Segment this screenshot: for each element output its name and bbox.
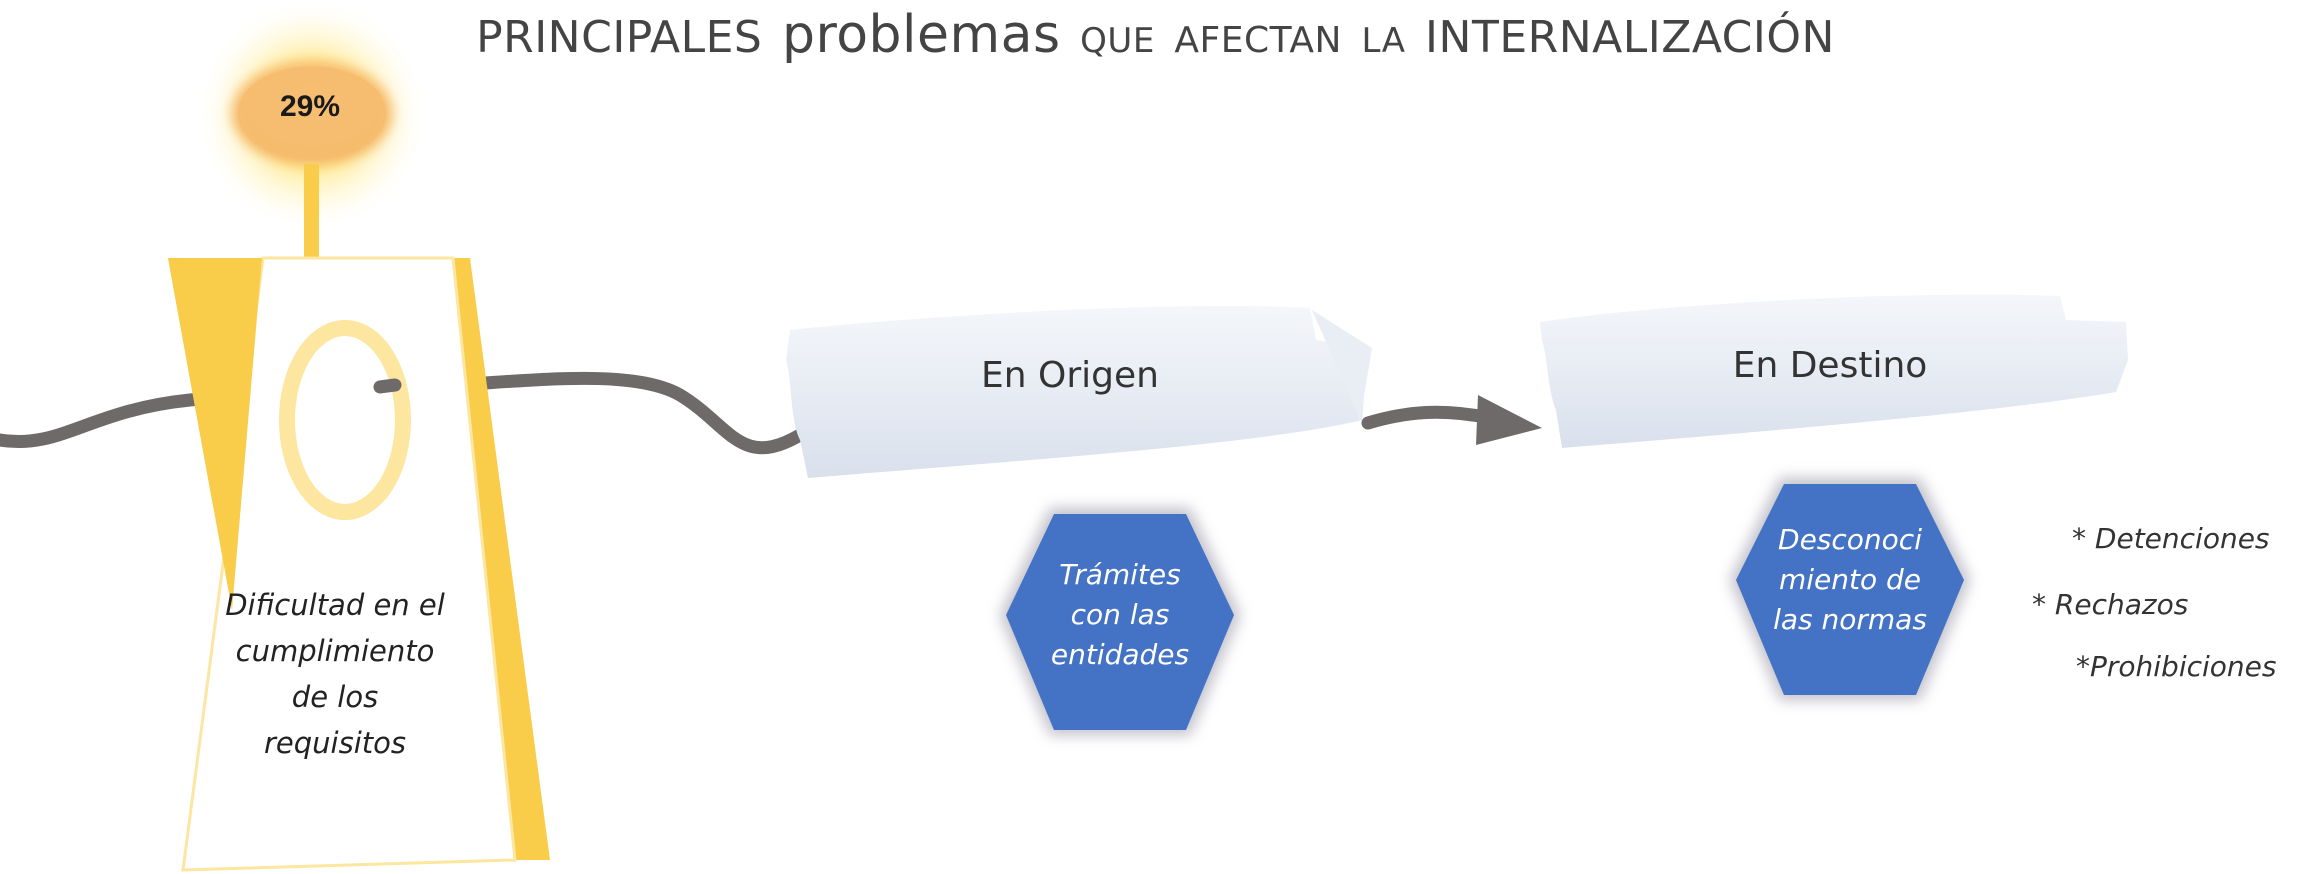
destination-hexagon-line: miento de bbox=[1778, 563, 1922, 596]
arrow-right-icon bbox=[1476, 395, 1542, 445]
title-word-la: LA bbox=[1361, 21, 1406, 61]
hexagon-origin bbox=[1000, 508, 1240, 735]
origin-hexagon-line: Trámites bbox=[1059, 558, 1181, 591]
lamp-caption: Dificultad en el cumplimiento de los req… bbox=[210, 582, 460, 766]
lamp-caption-line: cumplimiento bbox=[235, 634, 435, 668]
lamp-caption-line: de los bbox=[291, 680, 379, 714]
title-word-afectan: AFECTAN bbox=[1174, 20, 1342, 61]
hexagon-destination bbox=[1730, 478, 1970, 700]
lamp-caption-line: Dificultad en el bbox=[225, 588, 445, 622]
bulb-percentage: 29% bbox=[279, 90, 341, 123]
title-word-internalizacion: INTERNALIZACIÓN bbox=[1425, 12, 1835, 63]
title-word-que: QUE bbox=[1080, 21, 1155, 61]
destination-hexagon-text: Desconoci miento de las normas bbox=[1755, 520, 1945, 640]
note-prohibiciones: *Prohibiciones bbox=[2076, 650, 2277, 683]
title-word-problemas: problemas bbox=[781, 5, 1061, 65]
lamp-stem bbox=[304, 164, 319, 260]
origin-hexagon-text: Trámites con las entidades bbox=[1030, 555, 1210, 675]
wire-middle bbox=[478, 371, 807, 455]
wire-through-lamp bbox=[373, 378, 402, 394]
origin-banner bbox=[786, 306, 1372, 478]
destination-hexagon-line: las normas bbox=[1773, 603, 1927, 636]
origin-label: En Origen bbox=[981, 355, 1159, 396]
origin-hexagon-line: entidades bbox=[1050, 638, 1190, 671]
note-rechazos: * Rechazos bbox=[2032, 588, 2189, 621]
origin-hexagon-line: con las bbox=[1070, 598, 1170, 631]
arrow-connector bbox=[1361, 405, 1497, 430]
page-title: PRINCIPALES problemas QUE AFECTAN LA INT… bbox=[0, 0, 2311, 82]
destination-hexagon-line: Desconoci bbox=[1778, 523, 1922, 556]
title-word-principales: PRINCIPALES bbox=[476, 12, 763, 63]
destination-banner bbox=[1540, 294, 2128, 448]
destination-label: En Destino bbox=[1732, 345, 1928, 386]
note-detenciones: * Detenciones bbox=[2072, 522, 2270, 555]
lamp-caption-line: requisitos bbox=[264, 726, 406, 760]
lamp-icon bbox=[168, 256, 550, 872]
